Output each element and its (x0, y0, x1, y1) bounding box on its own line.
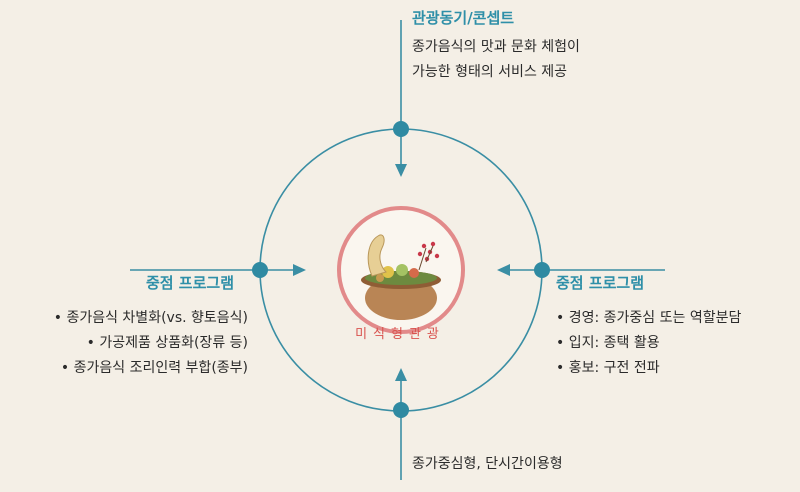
left-item-2: • 가공제품 상품화(장류 등) (0, 331, 248, 355)
top-line-1: 종가음식의 맛과 문화 체험이 (412, 35, 580, 59)
right-arrowhead (497, 264, 510, 276)
bottom-node (393, 402, 409, 418)
center-badge (339, 208, 463, 332)
left-heading: 중점 프로그램 (80, 271, 234, 295)
top-arrowhead (395, 164, 407, 177)
top-heading: 관광동기/콘셉트 (412, 6, 514, 30)
bottom-arrowhead (395, 368, 407, 381)
bottom-text: 종가중심형, 단시간이용형 (412, 452, 563, 476)
top-line-2: 가능한 형태의 서비스 제공 (412, 60, 567, 84)
left-arrowhead (293, 264, 306, 276)
right-heading: 중점 프로그램 (556, 271, 644, 295)
right-item-2: • 입지: 종택 활용 (556, 331, 660, 355)
right-node (534, 262, 550, 278)
left-item-3: • 종가음식 조리인력 부합(종부) (0, 356, 248, 380)
center-label: 미식형관광 (330, 323, 470, 342)
left-item-1: • 종가음식 차별화(vs. 향토음식) (0, 306, 248, 330)
left-node (252, 262, 268, 278)
top-node (393, 121, 409, 137)
right-item-1: • 경영: 종가중심 또는 역할분담 (556, 306, 741, 330)
right-item-3: • 홍보: 구전 전파 (556, 356, 660, 380)
